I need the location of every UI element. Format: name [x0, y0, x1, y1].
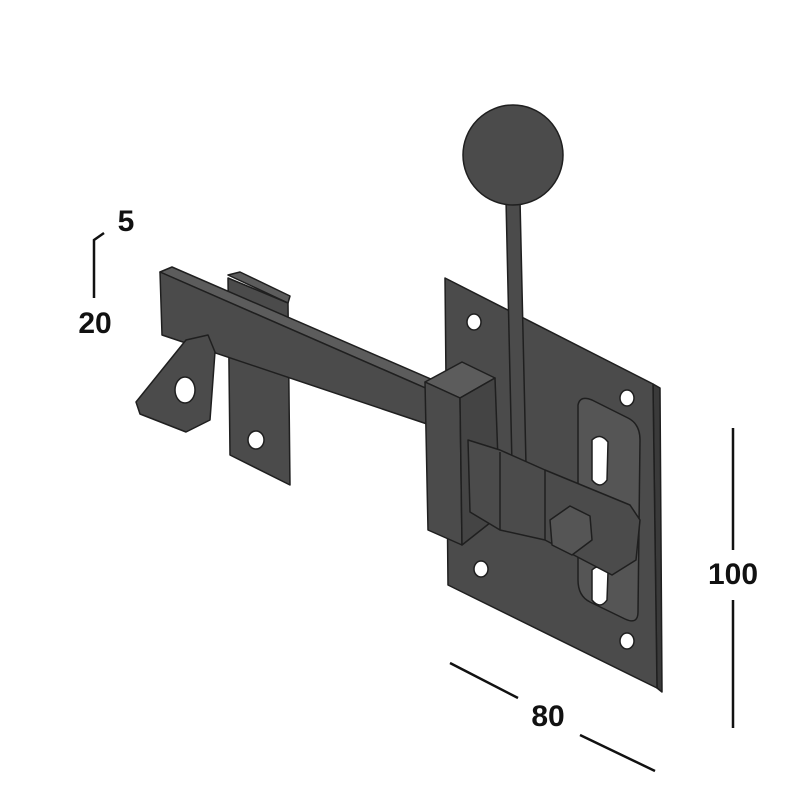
plate-width-label: 80	[531, 700, 565, 733]
mounting-hole	[619, 389, 635, 407]
mounting-hole	[473, 560, 489, 578]
width-dimension-line-left	[449, 661, 519, 700]
handle-knob	[462, 104, 564, 206]
bolt-bar	[159, 266, 441, 426]
bar-height-label: 20	[78, 307, 112, 340]
padlock-eye-tab	[135, 334, 216, 433]
thickness-dimension-line	[92, 231, 105, 298]
dimension-lines	[92, 231, 735, 773]
plate-height-label: 100	[707, 558, 759, 591]
mounting-hole	[619, 632, 635, 650]
handle-arm	[467, 439, 641, 576]
mounting-hole	[466, 313, 482, 331]
thickness-label: 5	[117, 205, 135, 238]
width-dimension-line-right	[579, 733, 656, 773]
hex-nut-icon	[549, 505, 593, 556]
